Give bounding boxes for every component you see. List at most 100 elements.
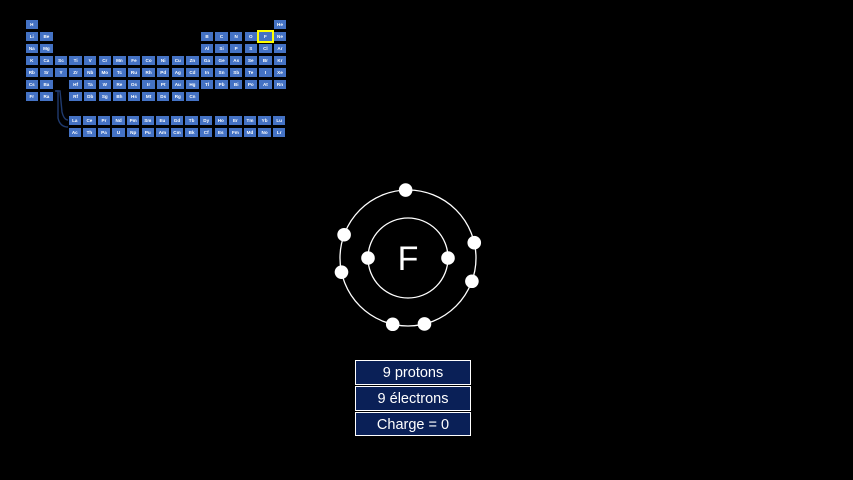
element-cell-np: Np bbox=[126, 127, 140, 138]
inner-electron bbox=[361, 251, 375, 265]
outer-electron bbox=[398, 183, 413, 197]
element-cell-rb: Rb bbox=[25, 67, 39, 78]
element-cell-mt: Mt bbox=[142, 91, 155, 102]
element-cell-s: S bbox=[244, 43, 258, 54]
element-cell-c: C bbox=[215, 31, 228, 42]
element-cell-cd: Cd bbox=[186, 67, 199, 78]
element-cell-sr: Sr bbox=[40, 67, 53, 78]
element-cell-ag: Ag bbox=[171, 67, 185, 78]
element-cell-cs: Cs bbox=[25, 79, 39, 90]
element-cell-he: He bbox=[273, 19, 287, 30]
element-cell-pu: Pu bbox=[141, 127, 155, 138]
element-cell-ce: Ce bbox=[83, 115, 96, 126]
particle-summary: 9 protons 9 électrons Charge = 0 bbox=[355, 360, 471, 437]
element-cell-rf: Rf bbox=[69, 91, 82, 102]
element-cell-th: Th bbox=[83, 127, 96, 138]
element-cell-b: B bbox=[200, 31, 214, 42]
element-cell-si: Si bbox=[215, 43, 228, 54]
element-cell-pt: Pt bbox=[156, 79, 170, 90]
element-cell-o: O bbox=[244, 31, 258, 42]
element-cell-sn: Sn bbox=[215, 67, 228, 78]
element-cell-kr: Kr bbox=[273, 55, 287, 66]
element-cell-pa: Pa bbox=[97, 127, 111, 138]
element-cell-ho: Ho bbox=[214, 115, 228, 126]
element-cell-eu: Eu bbox=[156, 115, 169, 126]
element-cell-ba: Ba bbox=[40, 79, 53, 90]
element-cell-pr: Pr bbox=[97, 115, 111, 126]
element-cell-tm: Tm bbox=[243, 115, 257, 126]
element-cell-ne: Ne bbox=[273, 31, 287, 42]
outer-electron bbox=[337, 227, 351, 242]
element-cell-v: V bbox=[83, 55, 97, 66]
element-cell-hs: Hs bbox=[127, 91, 141, 102]
outer-electron bbox=[465, 274, 479, 289]
element-cell-os: Os bbox=[127, 79, 141, 90]
element-cell-tc: Tc bbox=[113, 67, 126, 78]
element-cell-bk: Bk bbox=[185, 127, 198, 138]
element-cell-pb: Pb bbox=[215, 79, 228, 90]
element-cell-in: In bbox=[200, 67, 214, 78]
element-cell-nd: Nd bbox=[112, 115, 125, 126]
element-cell-lu: Lu bbox=[272, 115, 286, 126]
element-cell-ta: Ta bbox=[83, 79, 97, 90]
element-cell-ds: Ds bbox=[156, 91, 170, 102]
element-cell-f: F bbox=[257, 29, 274, 44]
element-cell-es: Es bbox=[214, 127, 228, 138]
element-cell-zn: Zn bbox=[186, 55, 199, 66]
element-cell-li: Li bbox=[25, 31, 39, 42]
element-cell-ra: Ra bbox=[40, 91, 53, 102]
inner-electron bbox=[441, 251, 455, 265]
element-cell-la: La bbox=[68, 115, 82, 126]
element-cell-gd: Gd bbox=[170, 115, 184, 126]
element-cell-cm: Cm bbox=[170, 127, 184, 138]
element-cell-ar: Ar bbox=[273, 43, 287, 54]
outer-electron bbox=[467, 235, 482, 250]
element-cell-mo: Mo bbox=[98, 67, 112, 78]
element-cell-pm: Pm bbox=[126, 115, 140, 126]
element-cell-se: Se bbox=[244, 55, 258, 66]
element-cell-dy: Dy bbox=[199, 115, 213, 126]
element-cell-ru: Ru bbox=[127, 67, 141, 78]
element-cell-y: Y bbox=[54, 67, 68, 78]
element-cell-lr: Lr bbox=[272, 127, 286, 138]
element-cell-cl: Cl bbox=[259, 43, 272, 54]
element-cell-mn: Mn bbox=[113, 55, 126, 66]
outer-electron bbox=[417, 317, 432, 331]
element-cell-er: Er bbox=[229, 115, 242, 126]
element-cell-ac: Ac bbox=[68, 127, 82, 138]
element-cell-rh: Rh bbox=[142, 67, 155, 78]
element-cell-tl: Tl bbox=[200, 79, 214, 90]
element-cell-no: No bbox=[258, 127, 271, 138]
element-cell-rg: Rg bbox=[171, 91, 185, 102]
element-cell-bh: Bh bbox=[113, 91, 126, 102]
element-cell-hf: Hf bbox=[69, 79, 82, 90]
element-cell-sb: Sb bbox=[229, 67, 243, 78]
element-cell-tb: Tb bbox=[185, 115, 198, 126]
element-cell-sg: Sg bbox=[98, 91, 112, 102]
charge-value: Charge = 0 bbox=[355, 411, 471, 437]
element-cell-fr: Fr bbox=[25, 91, 39, 102]
element-cell-ga: Ga bbox=[200, 55, 214, 66]
element-cell-sm: Sm bbox=[141, 115, 155, 126]
element-cell-ir: Ir bbox=[142, 79, 155, 90]
element-cell-nb: Nb bbox=[83, 67, 97, 78]
element-cell-au: Au bbox=[171, 79, 185, 90]
outer-electron bbox=[385, 317, 400, 332]
element-cell-re: Re bbox=[113, 79, 126, 90]
element-cell-fm: Fm bbox=[229, 127, 242, 138]
bohr-model-diagram: F bbox=[334, 183, 482, 332]
element-cell-w: W bbox=[98, 79, 112, 90]
element-cell-am: Am bbox=[156, 127, 169, 138]
element-cell-h: H bbox=[25, 19, 39, 30]
element-cell-fe: Fe bbox=[127, 55, 141, 66]
element-cell-ti: Ti bbox=[69, 55, 82, 66]
element-cell-rn: Rn bbox=[273, 79, 287, 90]
element-cell-mg: Mg bbox=[40, 43, 53, 54]
element-cell-at: At bbox=[259, 79, 272, 90]
element-cell-cu: Cu bbox=[171, 55, 185, 66]
element-cell-co: Co bbox=[142, 55, 155, 66]
element-cell-k: K bbox=[25, 55, 39, 66]
element-cell-ca: Ca bbox=[40, 55, 53, 66]
element-cell-cn: Cn bbox=[186, 91, 199, 102]
